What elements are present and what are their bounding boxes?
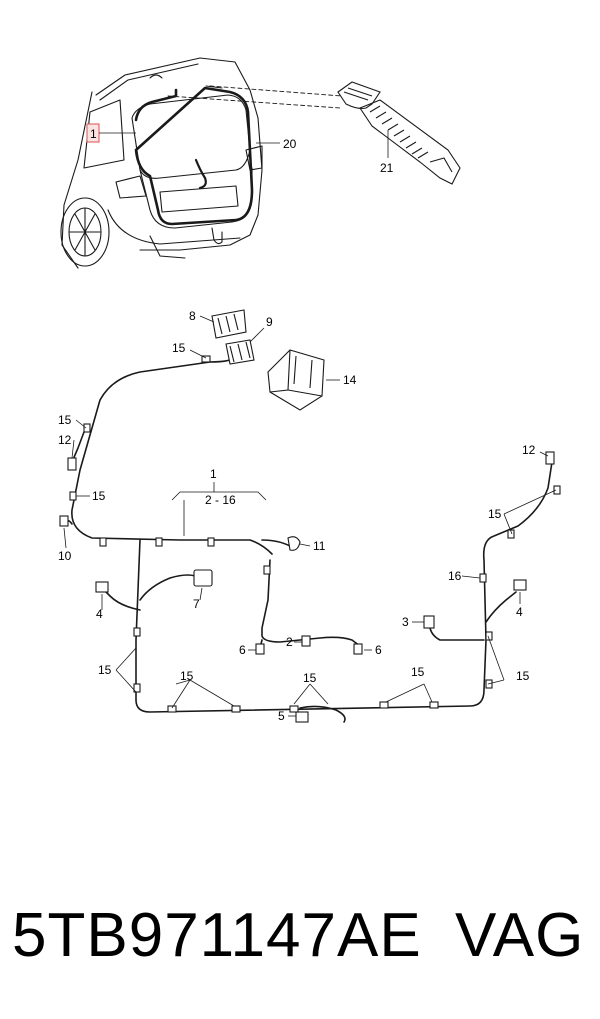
main-harness bbox=[63, 355, 553, 723]
callout-7-label: 7 bbox=[193, 597, 200, 611]
callout-1-main-label: 1 bbox=[210, 467, 217, 481]
connectors bbox=[59, 309, 561, 723]
connector-12-right bbox=[545, 451, 555, 465]
part-21-seal-channel bbox=[337, 81, 461, 185]
callout-14-label: 14 bbox=[343, 373, 357, 387]
callout-15-top-label: 15 bbox=[172, 341, 186, 355]
connector-10 bbox=[59, 515, 69, 527]
connector-4-right bbox=[513, 579, 527, 591]
connector-12-left bbox=[67, 457, 77, 471]
callout-2-label: 2 bbox=[286, 635, 293, 649]
connector-7 bbox=[193, 569, 213, 587]
connector-3 bbox=[423, 615, 435, 629]
callout-1-car-label: 1 bbox=[90, 127, 97, 141]
callout-15-right-a-label: 15 bbox=[488, 507, 502, 521]
callout-10-label: 10 bbox=[58, 549, 72, 563]
connector-6-right bbox=[353, 643, 363, 655]
callout-15-b3-label: 15 bbox=[411, 665, 425, 679]
callout-5-label: 5 bbox=[278, 709, 285, 723]
callout-9-label: 9 bbox=[266, 315, 273, 329]
connector-4-left bbox=[95, 581, 109, 593]
callout-6-right-label: 6 bbox=[375, 643, 382, 657]
callout-3-label: 3 bbox=[402, 615, 409, 629]
tailgate-seal bbox=[134, 86, 254, 226]
car-rear-illustration bbox=[60, 57, 343, 269]
callout-15-b2-label: 15 bbox=[303, 671, 317, 685]
wiring-harness-diagram: 1 20 21 bbox=[58, 57, 561, 723]
callout-16-label: 16 bbox=[448, 569, 462, 583]
connector-5 bbox=[295, 711, 309, 723]
part-number-text: 5TB971147AE bbox=[12, 901, 422, 970]
callout-15-right-b-label: 15 bbox=[516, 669, 530, 683]
callout-12-right-label: 12 bbox=[522, 443, 536, 457]
callout-15-bl-label: 15 bbox=[98, 663, 112, 677]
leader-lines bbox=[63, 315, 557, 717]
connector-8 bbox=[211, 309, 247, 339]
callout-20-label: 20 bbox=[283, 137, 297, 151]
callout-21-label: 21 bbox=[380, 161, 394, 175]
callout-11-label: 11 bbox=[313, 539, 326, 553]
callout-1-highlight: 1 bbox=[86, 123, 136, 143]
connector-11 bbox=[287, 536, 301, 551]
callout-6-left-label: 6 bbox=[239, 643, 246, 657]
callout-15-left-b-label: 15 bbox=[92, 489, 106, 503]
connector-6-left bbox=[255, 643, 265, 655]
callout-12-left-label: 12 bbox=[58, 433, 72, 447]
callout-15-left-a-label: 15 bbox=[58, 413, 72, 427]
callout-4-left-label: 4 bbox=[96, 607, 103, 621]
callout-15-b1-label: 15 bbox=[180, 669, 194, 683]
callout-4-right-label: 4 bbox=[516, 605, 523, 619]
callout-8-label: 8 bbox=[189, 309, 196, 323]
callout-range-label: 2 - 16 bbox=[205, 493, 236, 507]
callout-labels: 8 9 15 14 15 12 15 10 1 2 - 16 11 4 7 6 … bbox=[58, 309, 536, 723]
brand-text: VAG bbox=[455, 901, 585, 970]
connector-2 bbox=[301, 635, 311, 647]
